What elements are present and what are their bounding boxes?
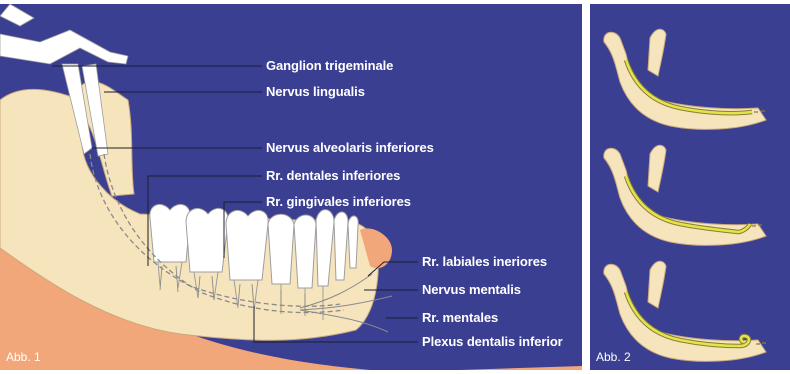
tooth-molar-3 [150,204,190,262]
label-nervus-lingualis: Nervus lingualis [266,84,365,99]
tooth-incisor-1 [348,216,358,268]
label-nervus-alveolaris: Nervus alveolaris inferiores [266,140,434,155]
label-plexus-dentalis: Plexus dentalis inferior [422,334,563,349]
figure-2-caption: Abb. 2 [596,350,631,364]
tooth-molar-1 [226,210,268,280]
label-rr-gingivales: Rr. gingivales inferiores [266,194,411,209]
tooth-molar-2 [186,208,228,272]
mandible-variants-diagram [590,4,790,370]
label-nervus-mentalis: Nervus mentalis [422,282,521,297]
label-rr-mentales: Rr. mentales [422,310,498,325]
label-ganglion-trigeminale: Ganglion trigeminale [266,58,393,73]
tooth-premolar-2 [268,214,294,284]
label-rr-labiales: Rr. labiales ineriores [422,254,547,269]
mandible-variant-2 [604,145,766,245]
label-rr-dentales: Rr. dentales inferiores [266,168,400,183]
tooth-premolar-1 [294,215,316,288]
mandible-variant-3 [604,261,766,361]
figure-1-caption: Abb. 1 [6,350,41,364]
figure-2-panel: Abb. 2 [590,4,790,370]
figure-1-panel: Ganglion trigeminale Nervus lingualis Ne… [0,4,582,370]
mandible-variant-1 [604,29,766,129]
